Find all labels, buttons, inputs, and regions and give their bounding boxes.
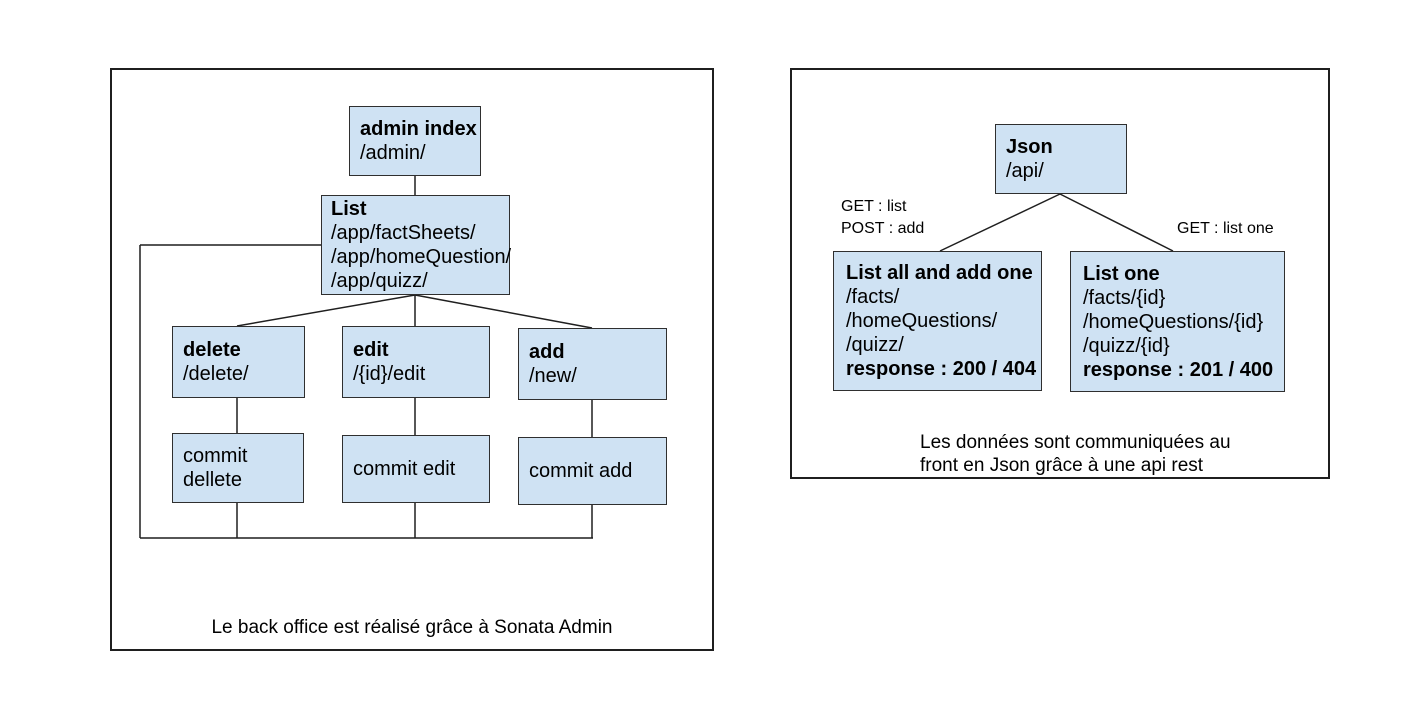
node-admin-index-title: admin index bbox=[360, 118, 477, 140]
node-list-all-add-one: List all and add one /facts/ /homeQuesti… bbox=[833, 251, 1042, 391]
node-list-all-title: List all and add one bbox=[846, 262, 1033, 284]
node-add-path: /new/ bbox=[529, 365, 577, 387]
node-edit-path: /{id}/edit bbox=[353, 363, 426, 385]
node-admin-index: admin index /admin/ bbox=[349, 106, 481, 176]
node-commit-delete: commit dellete bbox=[172, 433, 304, 503]
node-commit-edit-label: commit edit bbox=[353, 458, 456, 480]
node-list-one-title: List one bbox=[1083, 262, 1160, 285]
node-list-one-response: response : 201 / 400 bbox=[1083, 358, 1274, 381]
node-list-title: List bbox=[331, 198, 367, 220]
node-commit-add-label: commit add bbox=[529, 460, 633, 482]
node-list-one-path-3: /quizz/{id} bbox=[1083, 334, 1170, 357]
node-list: List /app/factSheets/ /app/homeQuestion/… bbox=[321, 195, 512, 295]
node-list-one-path-2: /homeQuestions/{id} bbox=[1083, 310, 1264, 333]
node-list-path-1: /app/factSheets/ bbox=[331, 222, 476, 244]
node-list-one: List one /facts/{id} /homeQuestions/{id}… bbox=[1070, 251, 1285, 392]
api-caption: Les données sont communiquées au front e… bbox=[920, 432, 1231, 476]
node-admin-index-path: /admin/ bbox=[360, 142, 426, 164]
node-json-title: Json bbox=[1006, 136, 1053, 158]
node-add: add /new/ bbox=[518, 328, 667, 400]
node-edit-title: edit bbox=[353, 339, 389, 361]
node-delete: delete /delete/ bbox=[172, 326, 305, 398]
node-add-title: add bbox=[529, 341, 565, 363]
edge-label-get-list-one: GET : list one bbox=[1177, 220, 1274, 237]
node-commit-edit: commit edit bbox=[342, 435, 490, 503]
node-list-all-path-3: /quizz/ bbox=[846, 334, 904, 356]
back-office-caption: Le back office est réalisé grâce à Sonat… bbox=[211, 617, 613, 638]
node-list-all-response: response : 200 / 404 bbox=[846, 358, 1037, 380]
node-list-path-2: /app/homeQuestion/ bbox=[331, 246, 512, 268]
node-delete-path: /delete/ bbox=[183, 363, 249, 385]
node-edit: edit /{id}/edit bbox=[342, 326, 490, 398]
node-json: Json /api/ bbox=[995, 124, 1127, 194]
edge-label-get-list-post-add: GET : list POST : add bbox=[841, 198, 925, 237]
node-json-path: /api/ bbox=[1006, 160, 1044, 182]
node-list-path-3: /app/quizz/ bbox=[331, 270, 428, 292]
node-list-all-path-2: /homeQuestions/ bbox=[846, 310, 998, 332]
node-delete-title: delete bbox=[183, 339, 241, 361]
node-commit-delete-label: commit dellete bbox=[183, 445, 248, 491]
node-list-one-path-1: /facts/{id} bbox=[1083, 286, 1166, 309]
node-commit-add: commit add bbox=[518, 437, 667, 505]
node-list-all-path-1: /facts/ bbox=[846, 286, 900, 308]
